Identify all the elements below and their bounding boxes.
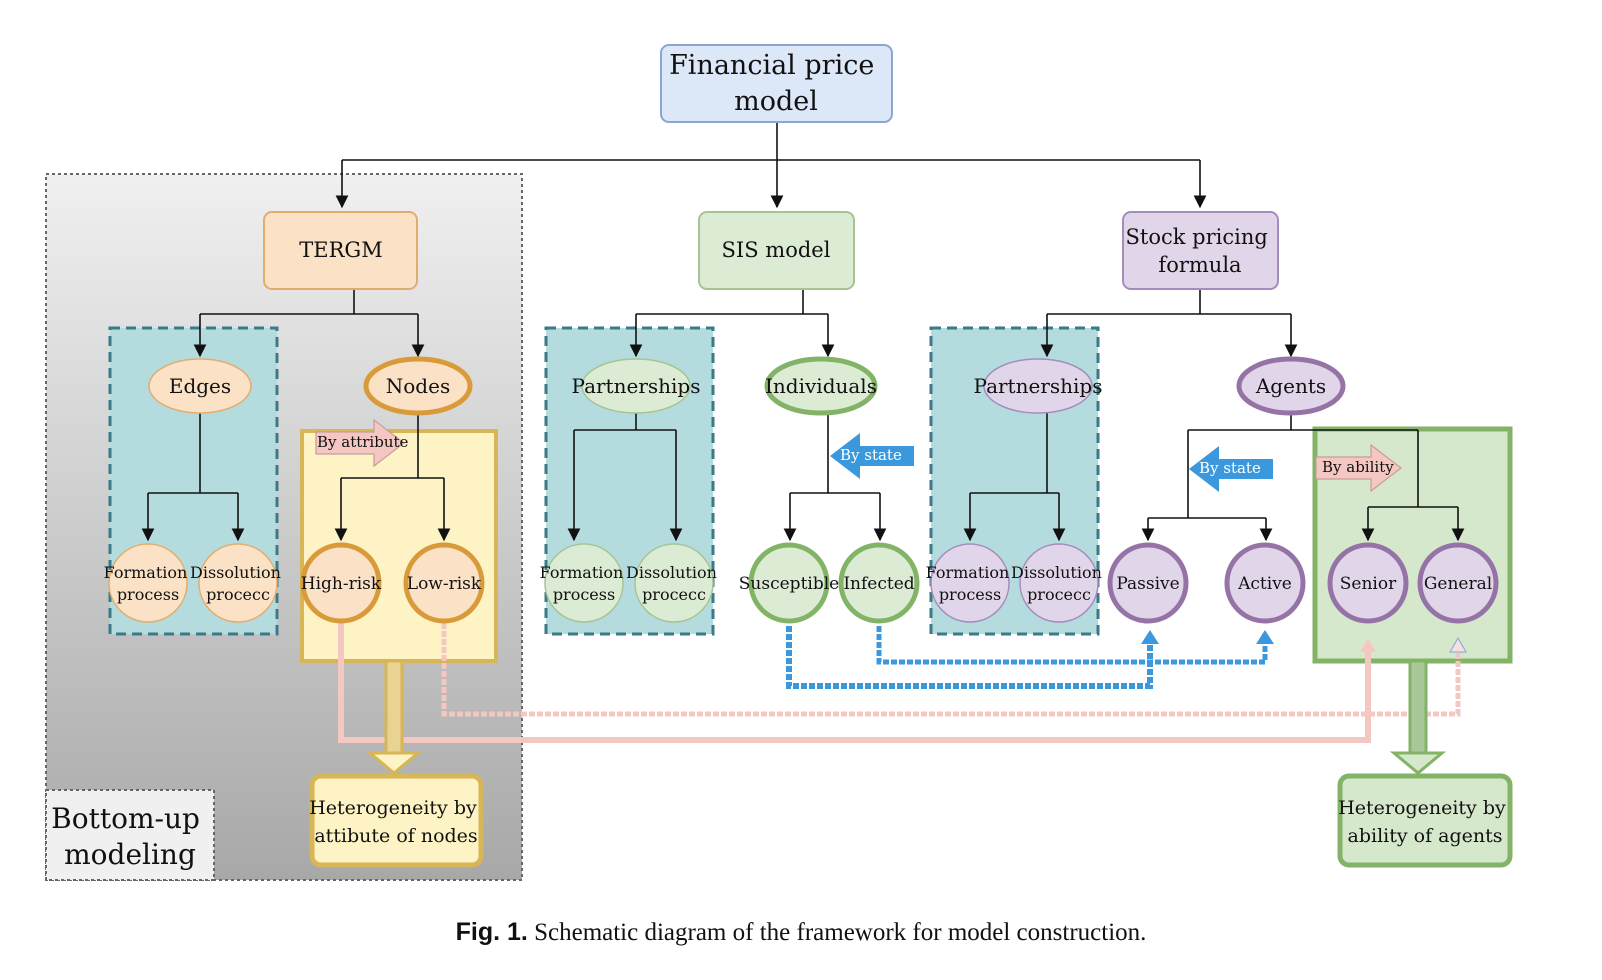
stock-pricing-formula-node xyxy=(1122,211,1279,290)
general-node xyxy=(1417,542,1499,624)
down-arrow-attribute xyxy=(365,659,423,775)
stock-partnerships-label: Partnerships xyxy=(974,374,1103,398)
tergm-dissolution-node xyxy=(198,543,278,623)
sis-partnerships-label: Partnerships xyxy=(572,374,701,398)
sis-formation-node xyxy=(544,543,624,623)
heterogeneity-ability-label: Heterogeneity by ability of agents xyxy=(1338,797,1512,847)
high-risk-label: High-risk xyxy=(301,574,382,594)
bottom-up-label: Bottom-up modeling xyxy=(51,802,209,871)
senior-label: Senior xyxy=(1340,574,1397,594)
passive-label: Passive xyxy=(1116,574,1179,594)
low-risk-node xyxy=(403,542,485,624)
stock-by-state-label: By state xyxy=(1199,459,1261,477)
high-risk-node xyxy=(300,542,382,624)
agents-node xyxy=(1236,356,1346,416)
figure-caption-label: Fig. 1. xyxy=(455,918,528,946)
infected-label: Infected xyxy=(843,574,914,594)
stock-dissolution-node xyxy=(1019,543,1099,623)
sis-dissolution-label: Dissolution procecc xyxy=(626,563,722,604)
sis-model-label: SIS model xyxy=(722,238,831,262)
general-label: General xyxy=(1424,574,1492,594)
active-node xyxy=(1224,542,1306,624)
agents-label: Agents xyxy=(1255,374,1326,398)
figure-caption: Fig. 1. Schematic diagram of the framewo… xyxy=(0,918,1602,947)
stock-formation-label: Formation process xyxy=(926,563,1015,604)
stock-dissolution-label: Dissolution procecc xyxy=(1011,563,1107,604)
senior-node xyxy=(1327,542,1409,624)
heterogeneity-ability-node xyxy=(1337,773,1513,868)
sis-dissolution-node xyxy=(634,543,714,623)
financial-price-model-label: Financial price model xyxy=(669,50,883,117)
edges-label: Edges xyxy=(169,374,231,398)
financial-price-model-node xyxy=(660,44,893,123)
tergm-formation-label: Formation process xyxy=(104,563,193,604)
tree-connectors xyxy=(141,122,1465,542)
figure-caption-text: Schematic diagram of the framework for m… xyxy=(534,919,1147,946)
blue-connectors xyxy=(786,626,1274,689)
tergm-label: TERGM xyxy=(299,238,382,262)
tergm-node xyxy=(263,211,418,290)
tergm-formation-node xyxy=(108,543,188,623)
active-label: Active xyxy=(1237,574,1292,594)
stock-partnerships-node xyxy=(983,358,1093,414)
bottom-up-label-box xyxy=(45,789,215,881)
sis-formation-label: Formation process xyxy=(540,563,629,604)
stock-formation-node xyxy=(930,543,1010,623)
sis-by-state-arrow xyxy=(830,433,914,479)
individuals-label: Individuals xyxy=(765,374,877,398)
down-arrow-ability xyxy=(1389,659,1447,775)
stock-pricing-formula-label: Stock pricing formula xyxy=(1126,225,1275,277)
by-attribute-label: By attribute xyxy=(317,433,409,451)
stock-by-state-arrow xyxy=(1189,446,1273,492)
by-attribute-arrow xyxy=(315,418,405,468)
sis-model-node xyxy=(698,211,855,290)
edges-node xyxy=(148,358,252,414)
heterogeneity-attribute-label: Heterogeneity by attibute of nodes xyxy=(309,797,483,847)
sis-partnerships-node xyxy=(581,358,691,414)
low-risk-label: Low-risk xyxy=(407,574,482,594)
tergm-dissolution-label: Dissolution procecc xyxy=(190,563,286,604)
pink-connectors xyxy=(338,623,1467,743)
infected-node xyxy=(838,542,920,624)
heterogeneity-attribute-node xyxy=(309,773,484,868)
nodes-node xyxy=(363,356,473,416)
sis-by-state-label: By state xyxy=(840,446,902,464)
by-ability-arrow xyxy=(1315,443,1402,493)
individuals-node xyxy=(764,356,878,416)
passive-node xyxy=(1107,542,1189,624)
susceptible-label: Susceptible xyxy=(739,574,839,594)
by-ability-label: By ability xyxy=(1322,458,1394,476)
susceptible-node xyxy=(748,542,830,624)
nodes-label: Nodes xyxy=(386,374,450,398)
